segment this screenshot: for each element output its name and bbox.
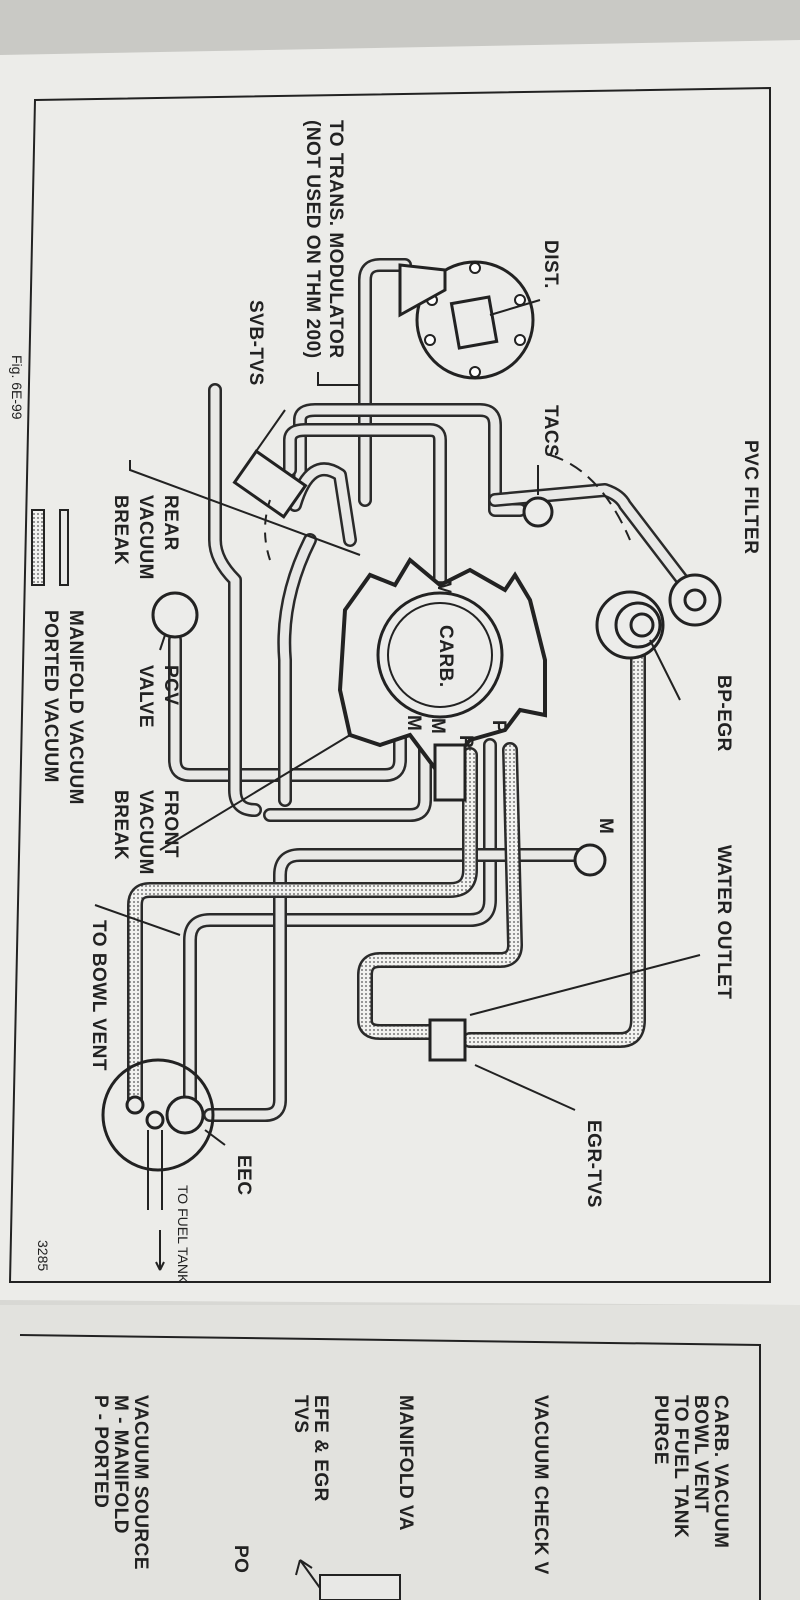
next-page-line: CARB. VACUUM xyxy=(710,1395,731,1548)
label-tacs: TACS xyxy=(540,405,561,457)
label-egr-tvs: EGR-TVS xyxy=(583,1120,604,1208)
label-to-trans-line1: TO TRANS. MODULATOR xyxy=(325,120,346,359)
label-eec: EEC xyxy=(233,1155,254,1196)
port-letter-m: M xyxy=(403,715,424,731)
pvc-filter xyxy=(549,454,722,627)
label-carb: CARB. xyxy=(435,625,456,688)
leader-lines xyxy=(94,299,701,1146)
label-pcv-line1: PCV xyxy=(160,665,181,706)
label-front-line1: FRONT xyxy=(160,790,181,858)
egr-tvs-unit xyxy=(428,1018,467,1062)
manifold-hoses xyxy=(168,258,587,1122)
next-page-line: TO FUEL TANK xyxy=(670,1395,691,1538)
next-page-text: CARB. VACUUM BOWL VENT TO FUEL TANK PURG… xyxy=(90,1395,731,1600)
label-rear-line2: VACUUM xyxy=(135,495,156,580)
next-page-valve-part xyxy=(319,1574,401,1600)
next-page-line: MANIFOLD VA xyxy=(395,1395,416,1531)
label-to-trans-line2: (NOT USED ON THM 200) xyxy=(302,120,323,359)
next-page-line: VACUUM CHECK V xyxy=(530,1395,551,1575)
label-pvc-filter: PVC FILTER xyxy=(740,440,761,554)
bp-egr-valve xyxy=(595,590,665,660)
label-to-fuel-tank: TO FUEL TANK xyxy=(175,1185,191,1284)
next-page-line: P - PORTED xyxy=(90,1395,111,1508)
label-bowl-vent: TO BOWL VENT xyxy=(88,920,109,1071)
next-page xyxy=(0,1305,800,1600)
label-front-line3: BREAK xyxy=(110,790,131,860)
port-letter-m: M xyxy=(427,718,448,734)
next-page-line: EFE & EGR xyxy=(310,1395,331,1502)
vacuum-diagram: M P P M M M PVC FILTER DIST. TACS TO TRA… xyxy=(9,120,761,1284)
next-page-line: M - MANIFOLD xyxy=(110,1395,131,1534)
diagram-labels: PVC FILTER DIST. TACS TO TRANS. MODULATO… xyxy=(9,120,761,1284)
svb-tvs-unit xyxy=(232,449,308,561)
next-page-line: VACUUM SOURCE xyxy=(130,1395,151,1570)
tacs-unit xyxy=(522,496,554,528)
label-water-outlet: WATER OUTLET xyxy=(713,845,734,999)
manifold-port-fitting xyxy=(573,843,607,877)
pcv-valve-unit xyxy=(151,591,199,639)
page-border xyxy=(8,86,771,1283)
label-pcv-line2: VALVE xyxy=(135,665,156,728)
figure-caption: Fig. 6E-99 xyxy=(9,355,25,420)
port-letter-p: P xyxy=(455,735,476,748)
label-rear-line3: BREAK xyxy=(110,495,131,565)
label-svb-tvs: SVB-TVS xyxy=(245,300,266,386)
carburetor xyxy=(337,556,547,802)
port-letter-p: P xyxy=(488,720,509,733)
ported-hoses xyxy=(127,483,697,1108)
label-rear-line1: REAR xyxy=(160,495,181,551)
legend-manifold-label: MANIFOLD VACUUM xyxy=(65,610,86,805)
eec-canister xyxy=(101,1058,215,1271)
label-dist: DIST. xyxy=(540,240,561,289)
next-page-line: PO xyxy=(230,1545,251,1573)
label-bp-egr: BP-EGR xyxy=(713,675,734,752)
legend: MANIFOLD VACUUM PORTED VACUUM xyxy=(31,509,86,805)
legend-swatch-ported xyxy=(31,509,45,586)
label-front-line2: VACUUM xyxy=(135,790,156,875)
next-page-line: BOWL VENT xyxy=(690,1395,711,1513)
port-letters: M P P M M M xyxy=(403,580,616,834)
next-page-line: TVS xyxy=(290,1395,311,1433)
figure-number: 3285 xyxy=(35,1240,51,1271)
port-letter-m: M xyxy=(595,818,616,834)
next-page-line: PURGE xyxy=(650,1395,671,1465)
legend-ported-label: PORTED VACUUM xyxy=(40,610,61,783)
port-letter-m: M xyxy=(433,580,454,596)
distributor xyxy=(398,260,535,380)
legend-swatch-manifold xyxy=(59,509,69,586)
